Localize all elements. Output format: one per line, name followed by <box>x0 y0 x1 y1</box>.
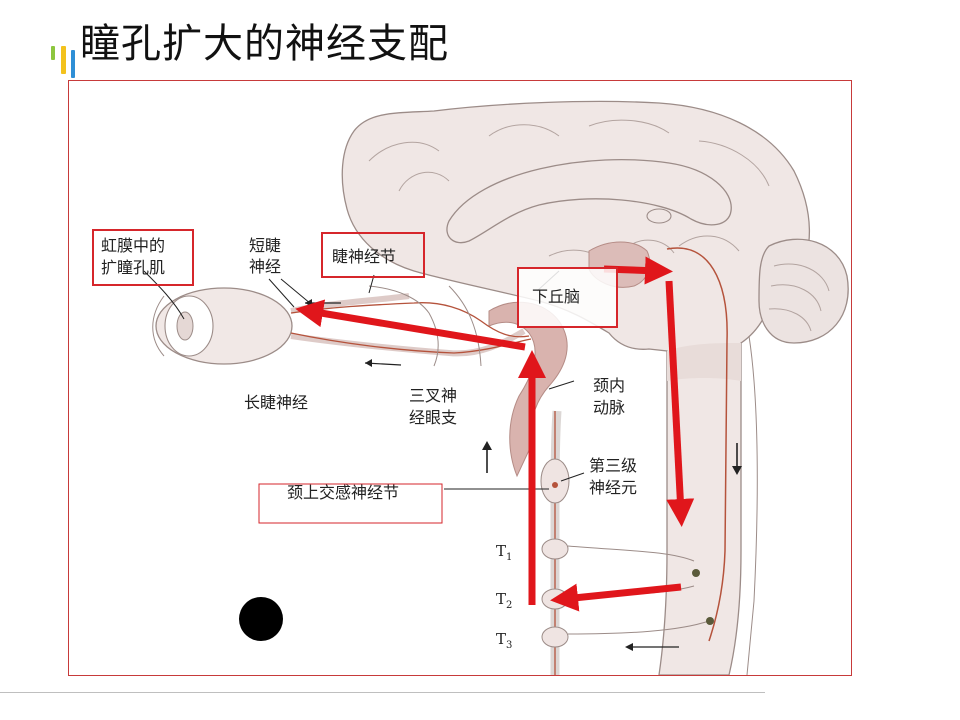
eyeball <box>152 287 293 365</box>
slide-title: 瞳孔扩大的神经支配 <box>80 21 449 67</box>
red-arrow-spinal-down <box>665 280 695 527</box>
bottom-divider <box>0 692 765 693</box>
label-iris-dilator-2: 扩瞳孔肌 <box>101 258 165 277</box>
label-short-ciliary-2: 神经 <box>249 257 281 276</box>
iris-dilator-box <box>92 229 194 286</box>
label-iris-dilator-1: 虹膜中的 <box>101 236 165 255</box>
label-t3: T3 <box>496 630 512 651</box>
label-superior-cervical-ganglion: 颈上交感神经节 <box>287 483 399 502</box>
accent-bar-yellow <box>61 46 66 74</box>
red-arrow-to-t2 <box>550 583 682 612</box>
label-t2: T2 <box>496 590 512 611</box>
sympathetic-pathway-arrows <box>295 256 695 612</box>
accent-bar-blue <box>71 50 75 78</box>
red-arrow-to-eye <box>295 299 526 351</box>
label-hypothalamus: 下丘脑 <box>532 287 580 306</box>
brain-outline <box>341 100 849 675</box>
pupil-dilation-diagram: 虹膜中的 扩瞳孔肌 短睫 神经 睫神经节 下丘脑 长睫神经 三叉神 经眼支 颈内… <box>92 100 849 675</box>
cerebellum-outline <box>758 238 849 344</box>
label-trigeminal-2: 经眼支 <box>409 408 457 427</box>
label-ciliary-ganglion: 睫神经节 <box>332 247 396 266</box>
label-short-ciliary-1: 短睫 <box>249 236 281 255</box>
label-t1: T1 <box>496 542 512 563</box>
label-internal-carotid-2: 动脉 <box>593 398 625 417</box>
diagram-frame <box>68 80 852 676</box>
label-third-order-2: 神经元 <box>589 478 637 497</box>
hypothalamus-box <box>517 267 618 328</box>
superior-cervical-ganglion-box <box>258 483 443 524</box>
label-internal-carotid-1: 颈内 <box>593 376 625 395</box>
accent-bar-green <box>51 46 55 60</box>
black-dot-marker <box>239 597 283 641</box>
label-third-order-1: 第三级 <box>589 456 637 475</box>
label-trigeminal-1: 三叉神 <box>409 386 457 405</box>
central-descending-fiber <box>666 247 728 642</box>
short-ciliary-nerve-path <box>290 302 530 338</box>
ciliary-ganglion-box <box>321 232 425 278</box>
label-long-ciliary: 长睫神经 <box>244 393 308 412</box>
corpus-callosum-outline <box>446 158 732 244</box>
